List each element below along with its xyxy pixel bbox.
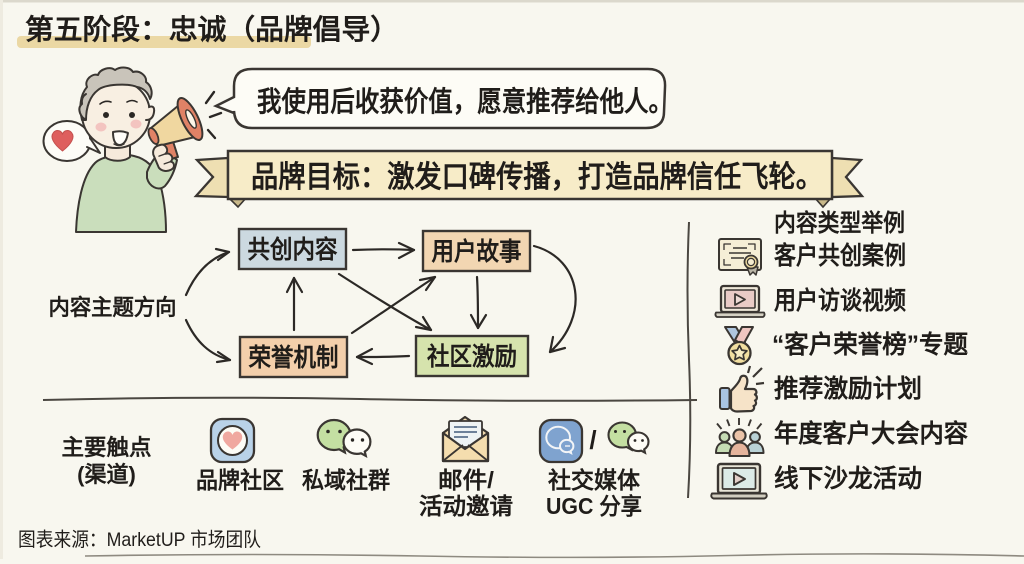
svg-text:(渠道): (渠道) xyxy=(77,462,136,487)
svg-text:UGC 分享: UGC 分享 xyxy=(546,493,642,519)
svg-text:社交媒体: 社交媒体 xyxy=(548,467,641,493)
svg-text:品牌目标：激发口碑传播，打造品牌信任飞轮。: 品牌目标：激发口碑传播，打造品牌信任飞轮。 xyxy=(251,161,823,194)
svg-text:私域社群: 私域社群 xyxy=(302,467,390,493)
svg-text:活动邀请: 活动邀请 xyxy=(419,493,513,519)
svg-text:用户故事: 用户故事 xyxy=(432,237,522,266)
svg-text:“客户荣誉榜”专题: “客户荣誉榜”专题 xyxy=(772,330,968,359)
svg-text:邮件/: 邮件/ xyxy=(438,467,495,493)
svg-text:线下沙龙活动: 线下沙龙活动 xyxy=(774,464,922,493)
svg-text:共创内容: 共创内容 xyxy=(248,235,338,264)
svg-text:用户访谈视频: 用户访谈视频 xyxy=(774,286,906,315)
svg-text:/: / xyxy=(589,425,596,455)
svg-text:客户共创案例: 客户共创案例 xyxy=(774,241,906,270)
svg-text:推荐激励计划: 推荐激励计划 xyxy=(774,374,922,403)
svg-text:我使用后收获价值，愿意推荐给他人。: 我使用后收获价值，愿意推荐给他人。 xyxy=(257,85,673,117)
svg-text:荣誉机制: 荣誉机制 xyxy=(249,344,339,372)
svg-text:第五阶段：忠诚（品牌倡导）: 第五阶段：忠诚（品牌倡导） xyxy=(25,13,399,45)
svg-text:图表来源：MarketUP 市场团队: 图表来源：MarketUP 市场团队 xyxy=(18,529,261,551)
svg-text:内容主题方向: 内容主题方向 xyxy=(49,295,177,320)
svg-text:内容类型举例: 内容类型举例 xyxy=(774,209,905,237)
svg-text:社区激励: 社区激励 xyxy=(427,342,517,371)
svg-text:主要触点: 主要触点 xyxy=(62,435,152,460)
svg-text:年度客户大会内容: 年度客户大会内容 xyxy=(774,419,968,448)
svg-text:品牌社区: 品牌社区 xyxy=(196,467,284,493)
